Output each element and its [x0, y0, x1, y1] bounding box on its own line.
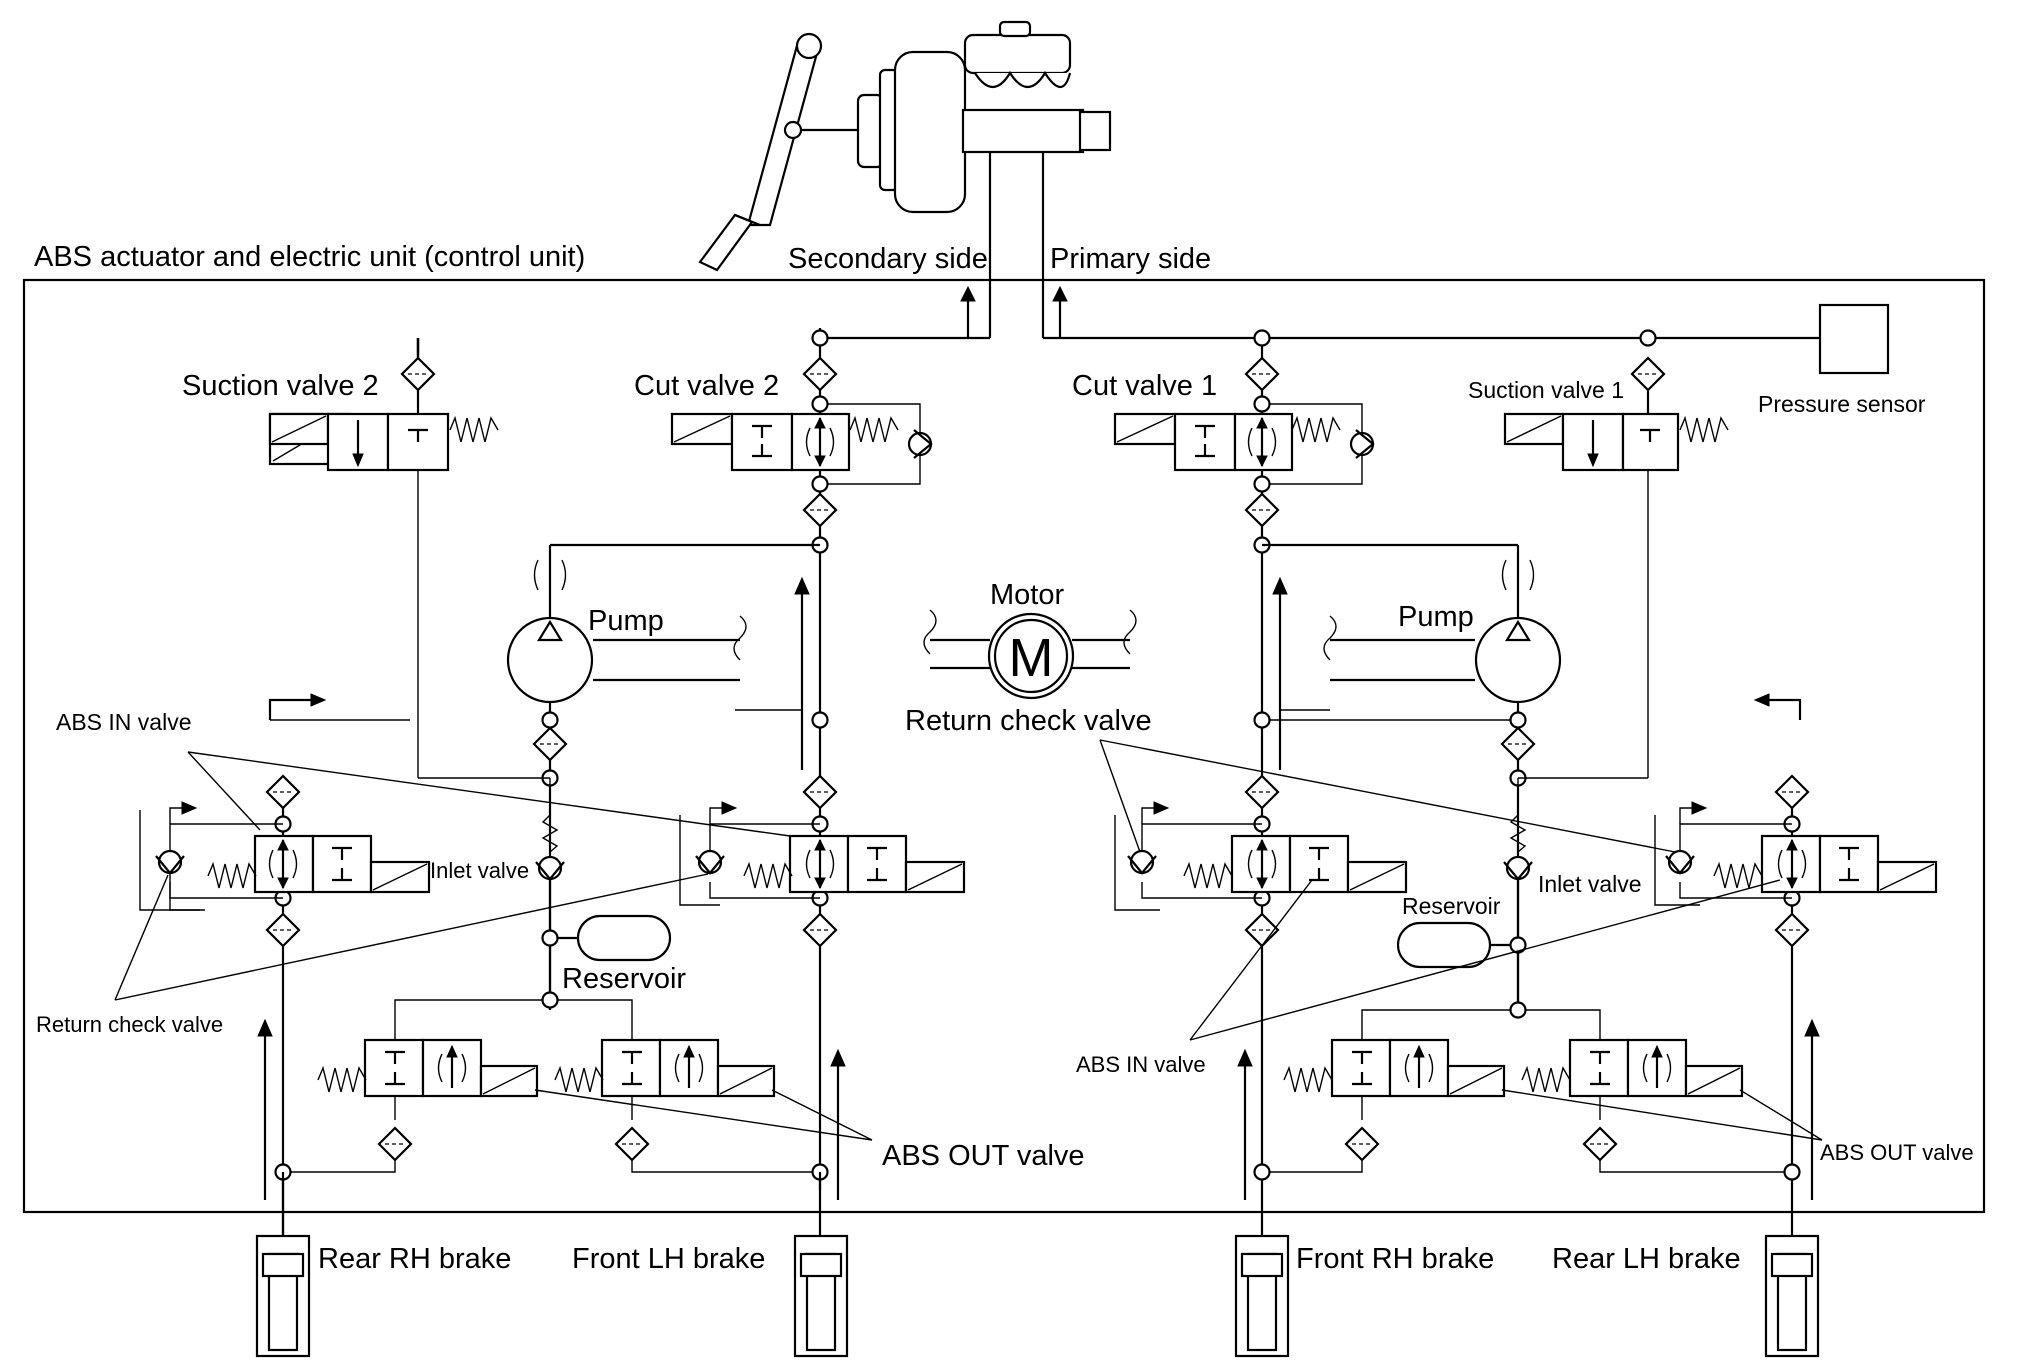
control-unit-enclosure	[22, 278, 1986, 1214]
brake-front-rh-label: Front RH brake	[1296, 1243, 1494, 1275]
right-cut-valve-label: Cut valve 1	[1072, 370, 1217, 402]
left-return-check-valve-label: Return check valve	[36, 1012, 223, 1037]
pressure-sensor	[1262, 303, 1890, 375]
left-suction-valve-label: Suction valve 2	[182, 370, 379, 402]
left-pump-label: Pump	[588, 605, 664, 637]
motor-symbol: M	[1009, 628, 1054, 688]
pressure-sensor-label: Pressure sensor	[1758, 391, 1926, 417]
brake-pedal-master-cylinder	[698, 20, 1112, 338]
secondary-primary-lines	[818, 285, 1262, 340]
left-cut-valve-label: Cut valve 2	[634, 370, 779, 402]
right-suction-valve-label: Suction valve 1	[1468, 377, 1624, 403]
left-inlet-valve-label: Inlet valve	[430, 858, 529, 883]
left-circuit: Pump Inlet valve	[36, 329, 1085, 1235]
right-abs-in-valve-label: ABS IN valve	[1076, 1052, 1206, 1077]
motor-label: Motor	[990, 579, 1064, 611]
left-abs-in-valve-label: ABS IN valve	[56, 709, 192, 735]
secondary-side-label: Secondary side	[788, 243, 988, 275]
unit-label: ABS actuator and electric unit (control …	[34, 241, 585, 273]
brake-front-rh	[1234, 1234, 1290, 1358]
brake-rear-lh-label: Rear LH brake	[1552, 1243, 1741, 1275]
right-reservoir-label: Reservoir	[1402, 893, 1501, 919]
right-pump-label: Pump	[1398, 601, 1474, 633]
primary-side-label: Primary side	[1050, 243, 1211, 275]
motor: M	[923, 609, 1137, 700]
right-circuit: Pump	[1076, 329, 1974, 1235]
left-abs-out-valve-label: ABS OUT valve	[882, 1140, 1085, 1172]
brake-rear-rh	[255, 1234, 311, 1358]
right-abs-out-valve-label: ABS OUT valve	[1820, 1140, 1974, 1165]
brake-rear-rh-label: Rear RH brake	[318, 1243, 511, 1275]
brake-front-lh-label: Front LH brake	[572, 1243, 765, 1275]
brake-front-lh	[793, 1234, 849, 1358]
return-check-valve-center-label: Return check valve	[905, 705, 1152, 737]
right-inlet-valve-label: Inlet valve	[1538, 871, 1642, 897]
brake-rear-lh	[1764, 1234, 1820, 1358]
left-reservoir-label: Reservoir	[562, 963, 686, 995]
